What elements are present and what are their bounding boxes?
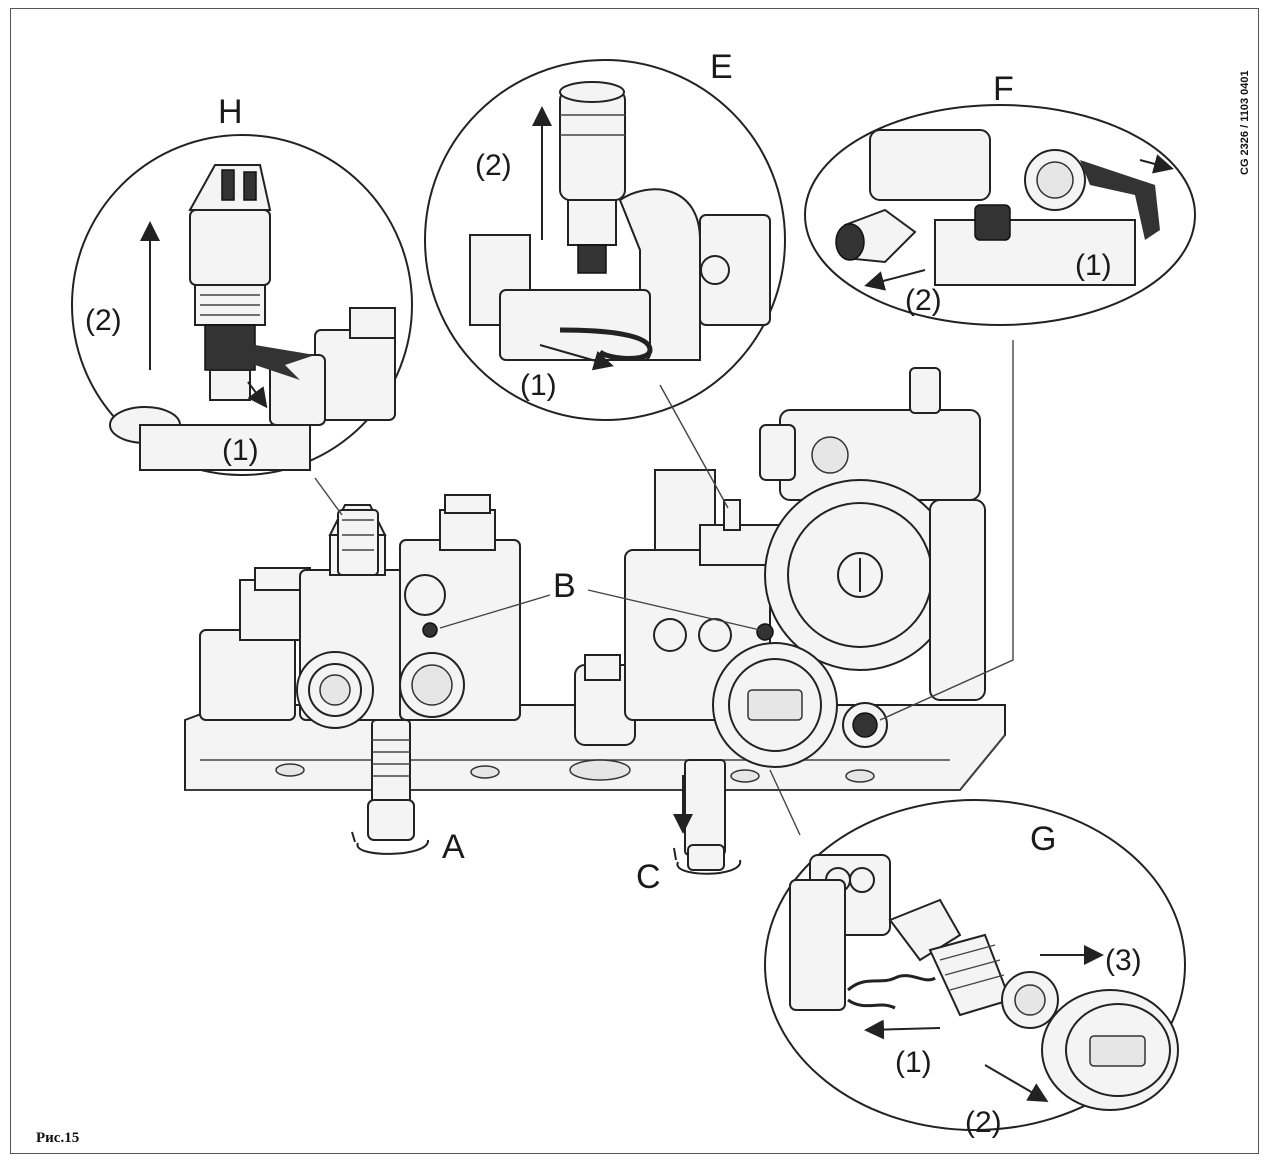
label-e: E [710,48,733,86]
main-assembly [184,367,1006,871]
step-g-2: (2) [965,1106,1002,1139]
leader-b-right [587,589,761,631]
label-c: C [636,858,661,896]
rotate-arrow-c [676,859,742,875]
step-h-1: (1) [222,434,259,467]
step-f-2: (2) [905,284,942,317]
label-g: G [1030,820,1056,858]
leader-b-left [439,594,551,629]
detail-h [71,134,413,476]
detail-g [764,799,1186,1131]
step-f-1: (1) [1075,249,1112,282]
detail-e [424,59,786,421]
leader-h [314,477,343,516]
step-h-2: (2) [85,304,122,337]
figure-caption: Рис.15 [36,1130,79,1146]
leader-e [659,384,729,509]
step-e-2: (2) [475,149,512,182]
detail-f [804,104,1196,326]
label-h: H [218,93,243,131]
label-f: F [993,70,1014,108]
leader-g [769,769,801,836]
label-b: B [553,567,576,605]
rotate-arrow-a [356,839,430,855]
document-code: CG 2326 / 1103 0401 [1239,70,1251,175]
step-g-1: (1) [895,1046,932,1079]
step-e-1: (1) [520,369,557,402]
leader-f [879,340,1014,721]
figure-frame [10,8,1259,1154]
label-a: A [442,828,465,866]
step-g-3: (3) [1105,944,1142,977]
